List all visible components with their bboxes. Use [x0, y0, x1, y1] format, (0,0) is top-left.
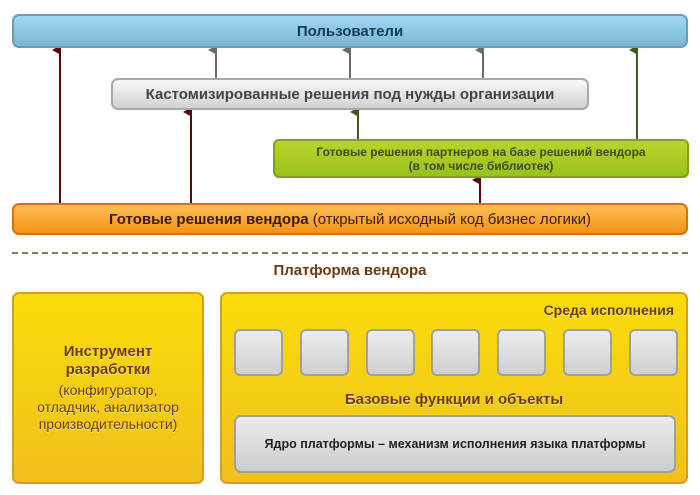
partner-solutions-label-line1: Готовые решения партнеров на базе решени…: [316, 144, 646, 159]
dev-tool-details: (конфигуратор, отладчик, анализатор прои…: [37, 382, 179, 432]
vendor-solutions-label: Готовые решения вендора: [109, 210, 309, 228]
custom-solutions-label: Кастомизированные решения под нужды орга…: [145, 85, 555, 103]
platform-divider: [12, 252, 688, 254]
runtime-slot: [234, 329, 283, 376]
runtime-slots: [234, 329, 678, 376]
runtime-slot: [431, 329, 481, 376]
dev-tool-box: Инструмент разработки (конфигуратор, отл…: [12, 292, 204, 484]
dev-tool-title: Инструмент разработки: [63, 343, 153, 378]
users-label: Пользователи: [296, 22, 404, 40]
runtime-box: Среда исполнения Базовые функции и объек…: [220, 292, 688, 484]
platform-title: Платформа вендора: [273, 262, 427, 279]
runtime-slot: [497, 329, 547, 376]
users-box: Пользователи: [12, 14, 688, 48]
platform-core-label: Ядро платформы – механизм исполнения язы…: [264, 437, 646, 451]
platform-core-box: Ядро платформы – механизм исполнения язы…: [234, 415, 676, 473]
base-functions-label: Базовые функции и объекты: [344, 391, 564, 408]
runtime-slot: [628, 329, 678, 376]
runtime-slot: [365, 329, 415, 376]
vendor-solutions-note: (открытый исходный код бизнес логики): [308, 210, 591, 228]
vendor-solutions-box: Готовые решения вендора (открытый исходн…: [12, 203, 688, 235]
partner-solutions-label-line2: (в том числе библиотек): [408, 158, 554, 173]
custom-solutions-box: Кастомизированные решения под нужды орга…: [111, 78, 589, 110]
runtime-slot: [299, 329, 349, 376]
partner-solutions-box: Готовые решения партнеров на базе решени…: [273, 139, 689, 178]
runtime-slot: [563, 329, 613, 376]
runtime-title: Среда исполнения: [543, 302, 674, 318]
